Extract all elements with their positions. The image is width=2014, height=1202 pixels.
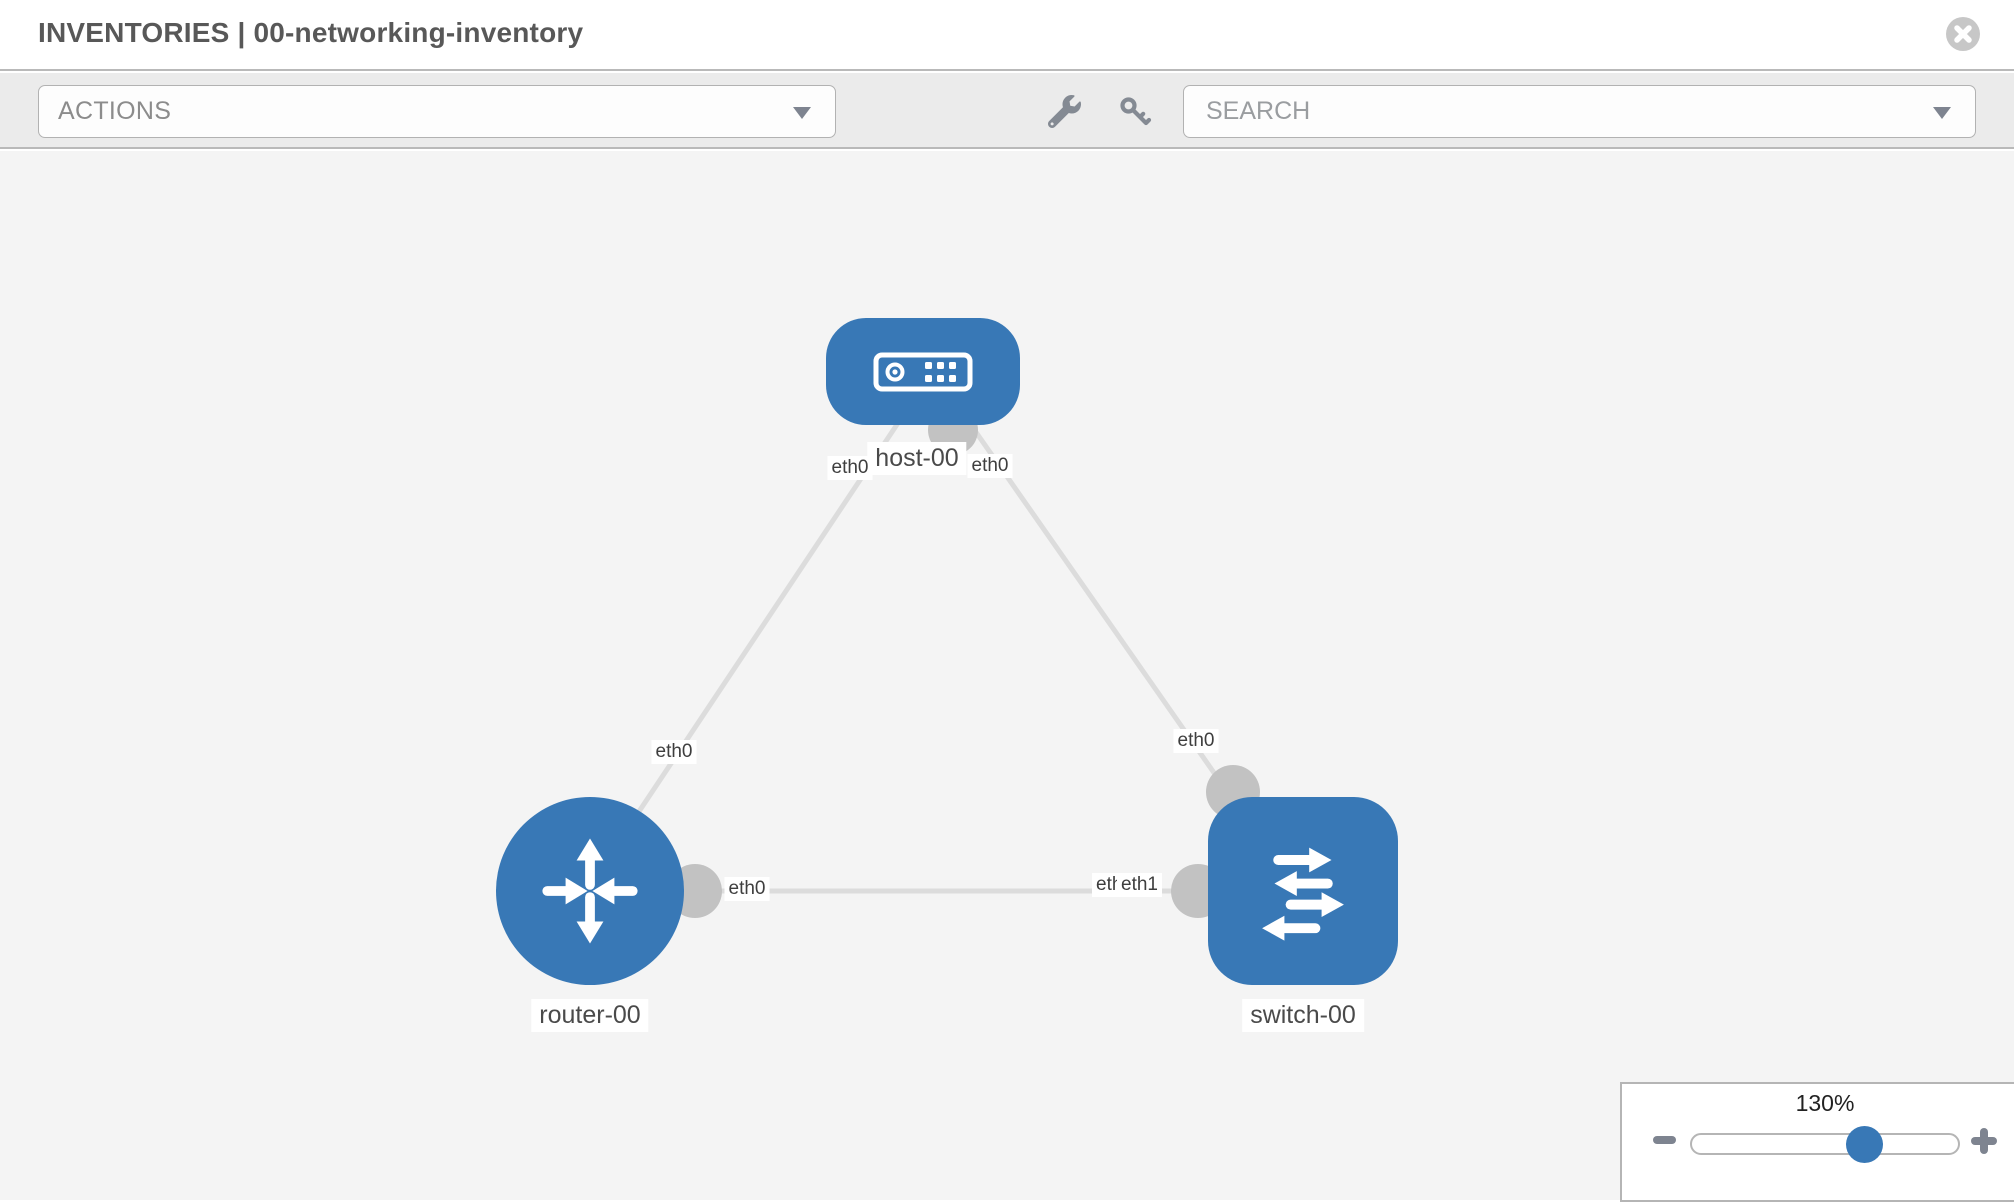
- toolbar: ACTIONS: [0, 73, 2014, 149]
- key-icon: [1120, 97, 1152, 126]
- close-icon: [1946, 17, 1980, 51]
- iface-label-router-to-switch: eth0: [724, 877, 770, 901]
- router-icon: [542, 838, 638, 944]
- search-box[interactable]: [1183, 85, 1976, 138]
- actions-dropdown-label: ACTIONS: [58, 97, 172, 125]
- wrench-icon: [1047, 95, 1081, 129]
- iface-label-switch-to-host: eth0: [1173, 729, 1219, 753]
- zoom-slider-thumb[interactable]: [1846, 1126, 1883, 1163]
- close-button[interactable]: [1946, 17, 1980, 51]
- wrench-button[interactable]: [1047, 95, 1081, 133]
- node-switch-00[interactable]: [1208, 797, 1398, 985]
- zoom-slider-track[interactable]: [1690, 1133, 1960, 1155]
- zoom-panel: 130%: [1620, 1082, 2014, 1202]
- zoom-level: 130%: [1795, 1090, 1855, 1116]
- iface-label-host-to-router: eth0: [827, 456, 873, 480]
- node-label-host: host-00: [867, 442, 967, 475]
- node-label-switch: switch-00: [1242, 999, 1364, 1032]
- iface-label-router-to-host: eth0: [651, 740, 697, 764]
- actions-dropdown[interactable]: ACTIONS: [38, 85, 836, 138]
- node-label-router: router-00: [531, 999, 649, 1032]
- host-icon: [873, 352, 973, 391]
- node-router-00[interactable]: [496, 797, 684, 985]
- topology-canvas[interactable]: [0, 151, 2014, 1200]
- chevron-down-icon: [793, 107, 811, 119]
- page-title: INVENTORIES | 00-networking-inventory: [38, 17, 584, 48]
- iface-label-switch-to-router: eth1: [1117, 873, 1162, 897]
- plus-icon[interactable]: [1971, 1128, 1997, 1154]
- key-button[interactable]: [1118, 95, 1152, 134]
- iface-label-host-to-switch: eth0: [967, 454, 1013, 478]
- minus-icon[interactable]: [1653, 1136, 1676, 1144]
- chevron-down-icon[interactable]: [1933, 107, 1951, 119]
- node-host-00[interactable]: [826, 318, 1020, 425]
- panel-header: INVENTORIES | 00-networking-inventory: [0, 0, 2014, 71]
- switch-icon: [1262, 847, 1344, 941]
- search-input[interactable]: [1184, 86, 1975, 137]
